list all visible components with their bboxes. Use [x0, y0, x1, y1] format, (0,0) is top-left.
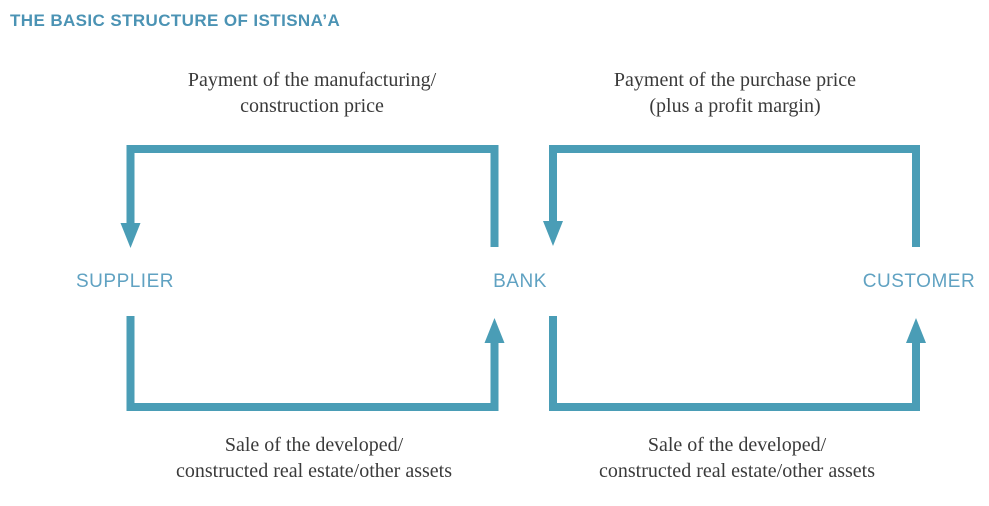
label-line: Sale of the developed/: [647, 434, 827, 456]
label-sale-bank-customer: Sale of the developed/ constructed real …: [517, 432, 957, 484]
entity-bank: BANK: [493, 271, 547, 292]
arrow-payment-purchase-line: [549, 145, 920, 247]
label-line: construction price: [240, 95, 384, 117]
label-payment-purchase: Payment of the purchase price (plus a pr…: [515, 67, 955, 119]
entity-supplier: SUPPLIER: [76, 271, 174, 292]
page-title: THE BASIC STRUCTURE OF ISTISNA’A: [10, 11, 341, 30]
arrow-sale-supplier-bank: [126, 316, 505, 411]
arrow-sale-supplier-bank-line: [126, 316, 499, 411]
label-line: constructed real estate/other assets: [599, 460, 875, 482]
label-line: Sale of the developed/: [224, 434, 404, 456]
arrow-payment-manufacturing: [120, 145, 499, 248]
label-line: (plus a profit margin): [649, 95, 821, 117]
arrow-down-head-bank-icon: [543, 221, 563, 246]
arrow-down-head-supplier-icon: [120, 223, 141, 248]
entity-customer: CUSTOMER: [862, 271, 976, 292]
arrow-sale-bank-customer-line: [549, 316, 920, 411]
label-line: Payment of the purchase price: [613, 69, 857, 91]
label-sale-supplier-bank: Sale of the developed/ constructed real …: [94, 432, 534, 484]
arrow-sale-bank-customer: [549, 316, 926, 411]
arrow-payment-manufacturing-line: [126, 145, 499, 247]
arrow-up-head-bank-icon: [484, 318, 505, 343]
label-payment-manufacturing: Payment of the manufacturing/ constructi…: [92, 67, 532, 119]
label-line: Payment of the manufacturing/: [187, 69, 437, 91]
arrow-up-head-customer-icon: [906, 318, 926, 343]
label-line: constructed real estate/other assets: [176, 460, 452, 482]
arrow-payment-purchase: [543, 145, 920, 247]
